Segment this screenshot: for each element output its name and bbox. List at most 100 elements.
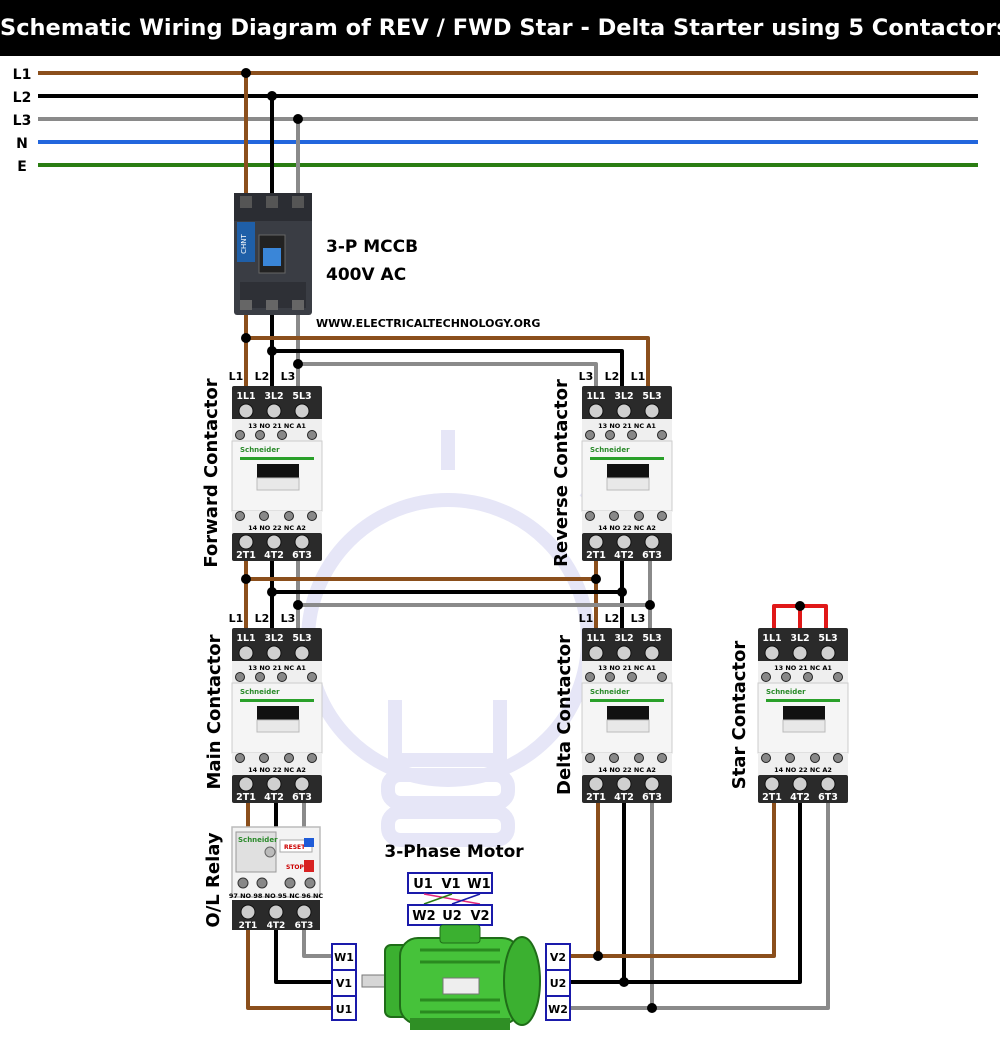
terminal-5l3: 5L3: [642, 633, 661, 644]
terminal-2t1: 2T1: [762, 792, 782, 803]
terminal-screw: [588, 776, 604, 792]
terminal-screw: [238, 776, 254, 792]
terminal-2t1: 2T1: [236, 550, 256, 561]
terminal-1l1: 1L1: [236, 391, 255, 402]
wire-olr-w1: [302, 928, 332, 958]
terminal-6t3: 6T3: [818, 792, 838, 803]
wire-olr-u1: [246, 928, 332, 1010]
terminal-screw: [764, 776, 780, 792]
terminal-3l2: 3L2: [614, 633, 633, 644]
contactor-brand: Schneider: [240, 688, 280, 696]
mccb: CHNT 3-P MCCB 400V AC: [234, 193, 418, 315]
terminal-6t3: 6T3: [292, 792, 312, 803]
junction-dot: [593, 951, 603, 961]
motor-left-terminal-v1: V1: [336, 977, 352, 990]
terminal-4t2: 4T2: [614, 792, 634, 803]
aux-bottom-labels: 14 NO 22 NC A2: [248, 524, 306, 532]
motor-top-v1: V1: [441, 877, 460, 892]
feed-label-l3: L3: [631, 612, 646, 625]
main-contactor-label: Main Contactor: [204, 634, 225, 789]
feed-label-l2: L2: [255, 370, 270, 383]
terminal-screw: [238, 403, 254, 419]
overload-relay: Schneider RESET STOP 97 NO 98 NO 95 NC 9…: [203, 826, 324, 931]
terminal-screw: [644, 534, 660, 550]
aux-top-labels: 13 NO 21 NC A1: [774, 664, 832, 672]
website-label: WWW.ELECTRICALTECHNOLOGY.ORG: [316, 317, 540, 330]
supply-label-l3: L3: [13, 113, 32, 129]
terminal-3l2: 3L2: [264, 391, 283, 402]
terminal-2t1: 2T1: [586, 792, 606, 803]
junction-dot: [645, 600, 655, 610]
aux-top-labels: 13 NO 21 NC A1: [598, 422, 656, 430]
mccb-brand-plate: [237, 222, 255, 262]
terminal-4t2: 4T2: [264, 792, 284, 803]
olr-aux-labels: 97 NO 98 NO 95 NC 96 NC: [229, 892, 324, 900]
aux-top-labels: 13 NO 21 NC A1: [598, 664, 656, 672]
terminal-screw: [294, 645, 310, 661]
olr-stop-button[interactable]: [304, 860, 314, 872]
terminal-screw: [266, 403, 282, 419]
terminal-screw: [820, 645, 836, 661]
motor-bottom-u2: U2: [442, 909, 462, 924]
terminal-screw: [616, 645, 632, 661]
aux-bottom-labels: 14 NO 22 NC A2: [598, 524, 656, 532]
feed-label-l1: L1: [229, 612, 244, 625]
contactor-brand: Schneider: [590, 688, 630, 696]
feed-label-l2: L2: [255, 612, 270, 625]
star-bridge-dot: [795, 601, 805, 611]
terminal-screw: [616, 776, 632, 792]
motor-top-u1: U1: [413, 877, 433, 892]
junction-dot: [591, 574, 601, 584]
terminal-5l3: 5L3: [818, 633, 837, 644]
terminal-6t3: 6T3: [642, 792, 662, 803]
motor-right-terminal-u2: U2: [550, 977, 567, 990]
terminal-5l3: 5L3: [292, 633, 311, 644]
motor-left-terminal-w1: W1: [334, 951, 354, 964]
olr-terminal-4t2: 4T2: [267, 921, 286, 931]
motor-right-terminal-v2: V2: [550, 951, 566, 964]
junction-dot: [241, 333, 251, 343]
motor-label: 3-Phase Motor: [384, 842, 524, 862]
terminal-3l2: 3L2: [790, 633, 809, 644]
olr-reset-button[interactable]: [304, 838, 314, 847]
supply-label-l1: L1: [13, 67, 32, 83]
terminal-1l1: 1L1: [762, 633, 781, 644]
aux-top-labels: 13 NO 21 NC A1: [248, 422, 306, 430]
terminal-4t2: 4T2: [614, 550, 634, 561]
feed-label-l3: L3: [281, 612, 296, 625]
aux-top-labels: 13 NO 21 NC A1: [248, 664, 306, 672]
terminal-5l3: 5L3: [292, 391, 311, 402]
wire-l3-to-reverse: [298, 362, 598, 390]
junction-dot: [293, 114, 303, 124]
terminal-screw: [792, 776, 808, 792]
terminal-screw: [616, 534, 632, 550]
olr-terminal-6t3: 6T3: [295, 921, 314, 931]
junction-dot: [647, 1003, 657, 1013]
feed-label-l2: L2: [605, 370, 620, 383]
junction-dot: [617, 587, 627, 597]
aux-bottom-labels: 14 NO 22 NC A2: [774, 766, 832, 774]
terminal-screw: [238, 534, 254, 550]
terminal-5l3: 5L3: [642, 391, 661, 402]
reverse-contactor-label: Reverse Contactor: [551, 379, 572, 567]
junction-dot: [293, 600, 303, 610]
wire-star-w2: [570, 797, 830, 1010]
mccb-toggle[interactable]: [263, 248, 281, 266]
wire-olr-v1: [274, 928, 332, 984]
mccb-brand: CHNT: [240, 233, 248, 253]
aux-bottom-labels: 14 NO 22 NC A2: [598, 766, 656, 774]
junction-dot: [241, 68, 251, 78]
wire-l2-to-reverse: [272, 349, 624, 390]
feed-label-l1: L1: [579, 612, 594, 625]
junction-dot: [619, 977, 629, 987]
feed-label-l2: L2: [605, 612, 620, 625]
feed-label-l1: L1: [631, 370, 646, 383]
mccb-label-voltage: 400V AC: [326, 265, 406, 285]
terminal-1l1: 1L1: [236, 633, 255, 644]
junction-dot: [267, 587, 277, 597]
